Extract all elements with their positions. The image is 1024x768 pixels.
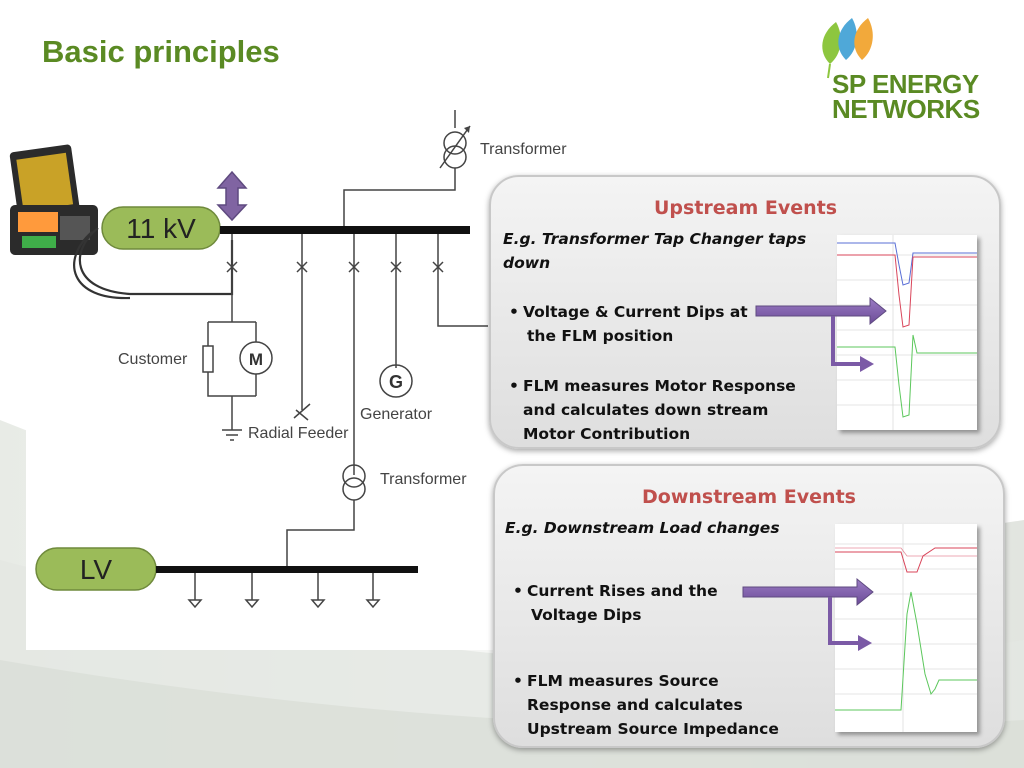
logo-line-1: SP ENERGY (832, 69, 979, 99)
downstream-bullet-1: • Current Rises and the Voltage Dips (513, 579, 718, 627)
upstream-example-line-2: down (503, 254, 551, 272)
upstream-bullet-1-line-2: the FLM position (527, 327, 674, 345)
logo-line-2: NETWORKS (832, 94, 980, 124)
downstream-bullet-1-line-1: Current Rises and the (527, 582, 718, 600)
downstream-bullet-2-line-1: FLM measures Source (527, 672, 719, 690)
upstream-example: E.g. Transformer Tap Changer taps down (503, 227, 806, 275)
downstream-waveform-plot (835, 524, 977, 732)
downstream-bullet-2: • FLM measures Source Response and calcu… (513, 669, 779, 741)
downstream-bullet-2-line-3: Upstream Source Impedance (527, 720, 779, 738)
sp-energy-networks-logo (822, 18, 873, 79)
upstream-bullet-2-line-1: FLM measures Motor Response (523, 377, 796, 395)
upstream-heading: Upstream Events (654, 197, 838, 219)
up-down-arrow-icon (216, 170, 248, 222)
transformer-top-label: Transformer (480, 141, 567, 158)
lv-loads (187, 573, 381, 609)
bus-lv-bar (156, 566, 418, 573)
logo-text: SP ENERGY NETWORKS (832, 69, 980, 124)
bus-lv-label: LV (80, 554, 112, 585)
breaker-crosses (226, 261, 444, 273)
downstream-bullet-1-line-2: Voltage Dips (531, 606, 642, 624)
radial-feeder-label: Radial Feeder (248, 425, 349, 442)
bus-11kv-label: 11 kV (126, 213, 196, 244)
upstream-events-panel: Upstream Events E.g. Transformer Tap Cha… (489, 175, 1001, 449)
downstream-example-line-1: E.g. Downstream Load changes (505, 519, 780, 537)
downstream-example: E.g. Downstream Load changes (505, 516, 780, 540)
downstream-bullet-2-line-2: Response and calculates (527, 696, 743, 714)
downstream-events-panel: Downstream Events E.g. Downstream Load c… (493, 464, 1005, 748)
upstream-bullet-1-line-1: Voltage & Current Dips at (523, 303, 748, 321)
upstream-bullet-2-line-2: and calculates down stream (523, 401, 769, 419)
upstream-bullet-2: • FLM measures Motor Response and calcul… (509, 374, 796, 446)
customer-label: Customer (118, 351, 188, 368)
upstream-example-line-1: E.g. Transformer Tap Changer taps (503, 230, 807, 248)
generator-symbol-label: G (389, 372, 403, 392)
page-title: Basic principles (42, 34, 280, 69)
upstream-waveform-plot (837, 235, 977, 430)
motor-symbol-label: M (249, 350, 263, 369)
bus-11kv-bar (220, 226, 470, 234)
upstream-bullet-1: • Voltage & Current Dips at the FLM posi… (509, 300, 748, 348)
downstream-heading: Downstream Events (642, 486, 856, 508)
transformer-mid-label: Transformer (380, 471, 467, 488)
generator-label: Generator (360, 406, 433, 423)
upstream-bullet-2-line-3: Motor Contribution (523, 425, 691, 443)
flm-device-icon (9, 144, 98, 255)
